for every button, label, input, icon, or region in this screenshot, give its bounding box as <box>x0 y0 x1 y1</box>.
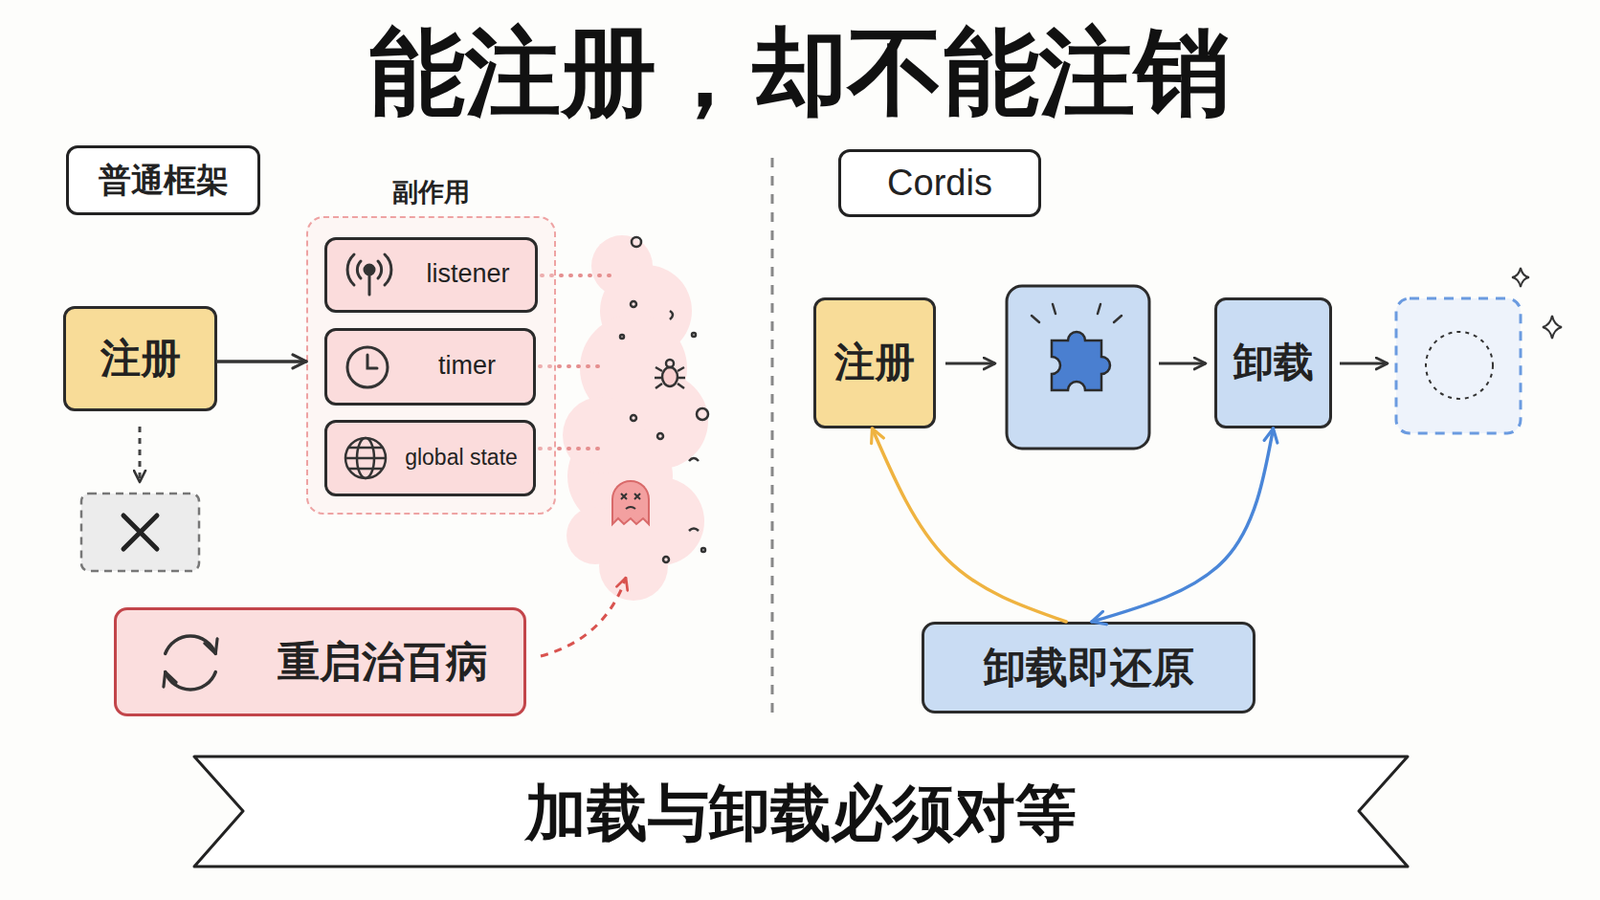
connector-arrow <box>1091 428 1274 623</box>
node-text: 卸载 <box>1233 339 1314 386</box>
globe-icon <box>345 438 386 479</box>
connector-arrow <box>217 359 307 364</box>
globe-meridian <box>356 438 375 479</box>
connector-layer <box>217 361 1274 623</box>
missing-box <box>81 493 200 572</box>
clock-icon <box>347 347 388 388</box>
cross-mark <box>123 515 157 550</box>
plugin-box <box>1006 286 1150 449</box>
bug-icon <box>654 359 686 389</box>
empty-circle <box>1425 332 1493 400</box>
bug-cloud <box>562 235 709 601</box>
caption-text: 加载与卸载必须对等 <box>194 773 1408 854</box>
ghost-body <box>612 481 649 525</box>
node-text: global state <box>404 444 518 470</box>
node-text: 普通框架 <box>98 161 229 200</box>
debris-mark <box>669 311 673 320</box>
group-box: 副作用listenertimerglobal state <box>306 216 556 515</box>
caption-ribbon <box>194 756 1408 867</box>
globe-latitudes <box>345 447 386 469</box>
ghost-icon <box>612 481 649 525</box>
bug-legs <box>654 367 686 389</box>
title-text: 能注册，却不能注销 <box>0 14 1600 130</box>
process-box: 卸载 <box>1214 297 1333 429</box>
globe-outline <box>345 438 386 479</box>
clock-hands <box>367 355 378 369</box>
node-text: 注册 <box>100 335 181 382</box>
group-heading: 副作用 <box>308 177 555 208</box>
debris-dot <box>631 237 642 247</box>
antenna-icon <box>347 254 392 295</box>
process-box: 注册 <box>813 297 936 429</box>
process-box: 注册 <box>63 306 218 412</box>
panel-divider <box>771 157 775 714</box>
debris-mark <box>688 458 699 462</box>
debris-dot <box>630 415 637 422</box>
dashed-arrow <box>138 426 142 483</box>
debris-dot <box>701 548 706 553</box>
node-text: listener <box>425 259 510 289</box>
debris-mark <box>688 529 699 533</box>
cloud-blob <box>562 397 640 474</box>
restart-arc <box>165 672 217 690</box>
panel-label: Cordis <box>838 149 1042 218</box>
side-effect-box: global state <box>324 420 536 497</box>
restart-icon <box>165 636 217 690</box>
debris-dot <box>696 408 709 421</box>
debris-dot <box>657 433 664 440</box>
antenna-mast <box>368 274 372 295</box>
ghost-face <box>621 493 641 510</box>
side-effect-box: timer <box>324 328 536 406</box>
connector-arrow <box>871 428 1067 623</box>
node-text: timer <box>438 351 496 381</box>
note-box: 重启治百病 <box>113 607 527 717</box>
antenna-dot <box>364 265 375 275</box>
note-box: 卸载即还原 <box>921 622 1256 714</box>
antenna-waves <box>347 254 392 286</box>
node-text: 重启治百病 <box>277 638 489 688</box>
flow-arrow <box>1158 362 1206 366</box>
node-text: Cordis <box>887 162 993 205</box>
flow-arrow <box>945 362 996 366</box>
debris-dot <box>620 334 624 339</box>
dashed-arrow <box>540 577 626 657</box>
bug-body <box>662 367 678 387</box>
puzzle-piece <box>1051 332 1111 391</box>
debris-dot <box>630 301 637 308</box>
node-text: 卸载即还原 <box>983 644 1195 693</box>
debris-dot <box>663 556 669 563</box>
restart-arc <box>165 636 217 654</box>
empty-box <box>1396 298 1521 434</box>
motion-marks <box>1031 304 1122 323</box>
clock-face <box>347 347 388 388</box>
flow-arrow <box>1339 362 1388 366</box>
panel-label: 普通框架 <box>66 145 261 216</box>
bug-head <box>666 359 674 368</box>
debris-dot <box>691 333 696 337</box>
side-effect-box: listener <box>324 237 538 313</box>
sparkle <box>1542 315 1562 339</box>
node-text: 注册 <box>834 339 915 386</box>
sparkle <box>1511 267 1530 288</box>
